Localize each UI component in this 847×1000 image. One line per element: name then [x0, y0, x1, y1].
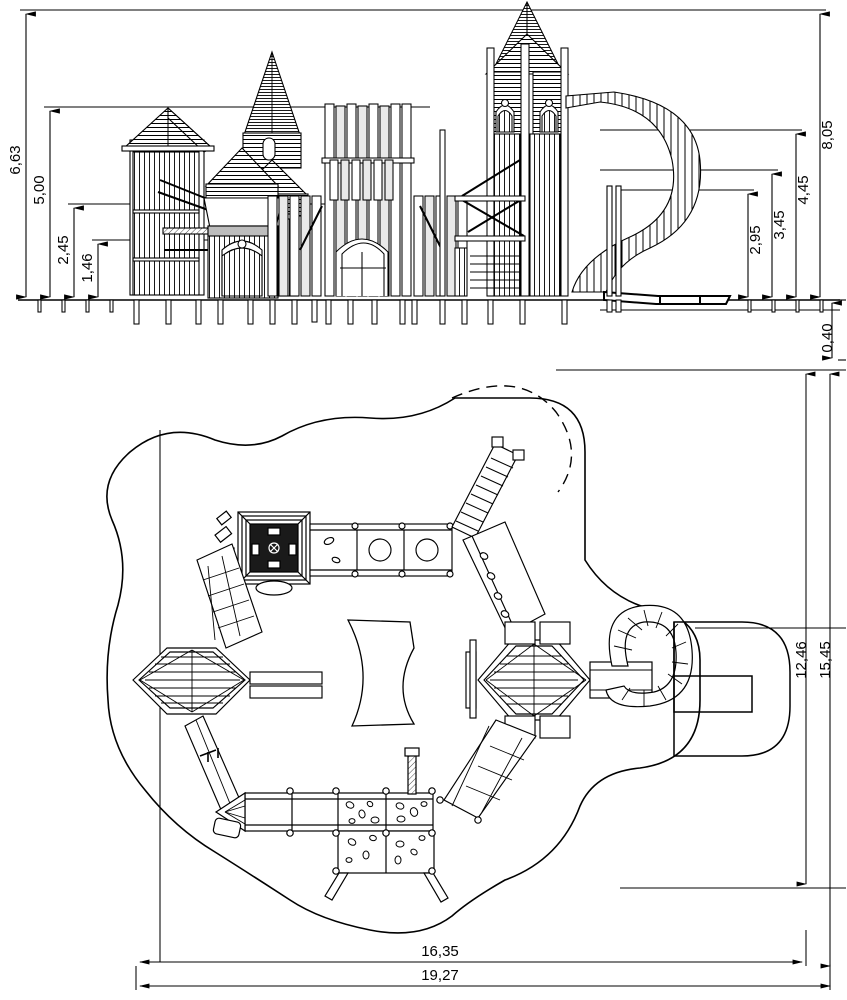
elevation-view: 6,63 5,00 2,45 1,46 8,05 4,45 3,45 2,95 … [7, 0, 846, 361]
stair-ramp [451, 436, 525, 539]
dimension-label-1-46: 1,46 [79, 253, 96, 282]
dimension-label-15-45: 15,45 [817, 641, 834, 679]
dimension-label-2-95: 2,95 [747, 225, 764, 254]
inner-court-element [346, 619, 416, 727]
dimension-label-5-00: 5,00 [31, 175, 48, 204]
dimension-label-0-40: 0,40 [819, 323, 836, 352]
left-hex-tower [132, 647, 323, 715]
bridge-deck-with-portholes [309, 522, 454, 578]
dimension-label-6-63: 6,63 [7, 145, 24, 174]
spiral-tube-slide [589, 604, 693, 708]
hipped-roof-tower [121, 106, 234, 296]
dimension-label-16-35: 16,35 [421, 943, 459, 960]
slide-runout [603, 290, 732, 305]
ramp-right-lower [436, 719, 537, 824]
slide-support-posts [606, 185, 622, 297]
dimension-label-8-05: 8,05 [819, 120, 836, 149]
plan-view: 12,46 15,45 16,35 19,27 [106, 369, 846, 990]
dimension-label-2-45: 2,45 [55, 235, 72, 264]
plan-dimensions [135, 369, 846, 990]
dimension-label-4-45: 4,45 [795, 175, 812, 204]
spiral-tube-slide [565, 91, 702, 293]
dimension-label-3-45: 3,45 [771, 210, 788, 239]
dashed-zone-arc [451, 385, 573, 493]
dimension-label-12-46: 12,46 [793, 641, 810, 679]
ramp-left-upper [196, 543, 263, 649]
right-hex-tower [465, 621, 591, 739]
dimension-label-19-27: 19,27 [421, 967, 459, 984]
twin-spire-tower [454, 0, 570, 297]
climb-ramp-right-upper [462, 521, 546, 635]
palisade-wall-with-arch-gate [267, 103, 523, 297]
small-gable-tower [203, 147, 283, 299]
slide-landing-zone [673, 621, 791, 757]
climbing-wall-panels [212, 747, 449, 903]
foundation-posts [37, 299, 824, 325]
